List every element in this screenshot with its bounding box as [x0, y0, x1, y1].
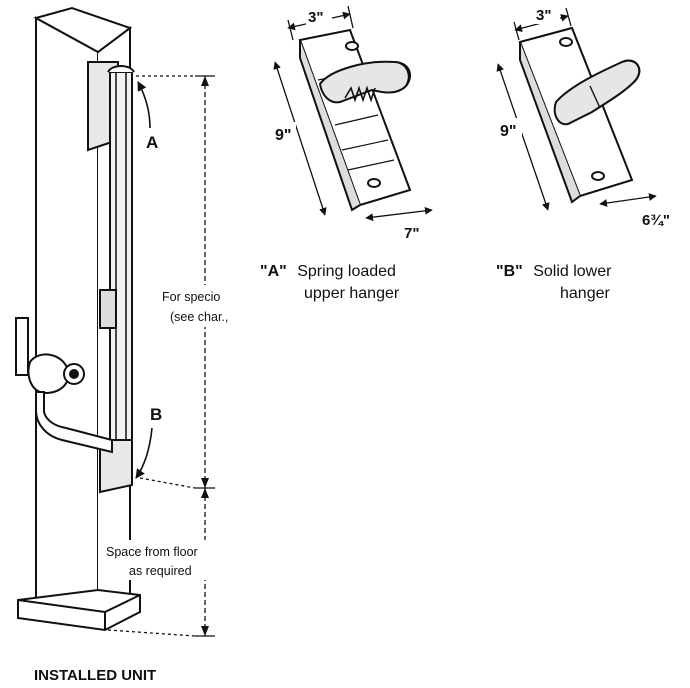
- hanger-b-drawing: [518, 26, 641, 204]
- pointer-b-line: [135, 427, 153, 479]
- floor-note-line2: as required: [129, 564, 192, 578]
- installed-unit-caption: INSTALLED UNIT: [34, 667, 156, 684]
- hanger-b-width-dim: 3": [536, 7, 551, 24]
- hanger-b-caption-line1: "B" Solid lower: [496, 263, 612, 280]
- hanger-a-drawing: [298, 28, 412, 212]
- hanger-a-spring: [344, 85, 376, 103]
- post-top: [33, 6, 133, 54]
- label-a: A: [146, 133, 158, 152]
- hanger-a-caption-line1: "A" Spring loaded: [260, 263, 396, 280]
- hanger-b-height-dim: 9": [500, 123, 516, 140]
- hanger-a-caption-text1: Spring loaded: [297, 263, 396, 280]
- hanger-a-plate: [298, 28, 412, 207]
- pipe-coupling: [99, 289, 117, 329]
- hanger-a-code: "A": [260, 263, 287, 280]
- hanger-a-height-dim: 9": [275, 127, 291, 144]
- horizontal-pipe: [35, 391, 113, 454]
- floor-note-line1: Space from floor: [106, 545, 198, 559]
- spacing-note-line1: For specio: [162, 290, 220, 304]
- base-plate: [17, 588, 141, 632]
- hanger-b-code: "B": [496, 263, 523, 280]
- pointer-a-line: [137, 81, 151, 129]
- label-b: B: [150, 405, 162, 424]
- spacing-note-line2: (see char.,: [170, 310, 228, 324]
- hanger-a-caption-line2: upper hanger: [304, 285, 400, 302]
- valve-body: [27, 353, 70, 394]
- lower-bracket: [99, 439, 133, 494]
- side-riser: [15, 317, 29, 376]
- vertical-pipe: [109, 71, 133, 483]
- hanger-a-width-dim: 3": [308, 9, 323, 26]
- installed-unit-drawing: [15, 6, 141, 632]
- hanger-a-depth-dim: 7": [404, 225, 419, 242]
- hanger-b-caption-line2: hanger: [560, 285, 610, 302]
- hanger-b-depth-dim: 6¾": [642, 212, 670, 229]
- hanger-b-caption-text1: Solid lower: [533, 263, 612, 280]
